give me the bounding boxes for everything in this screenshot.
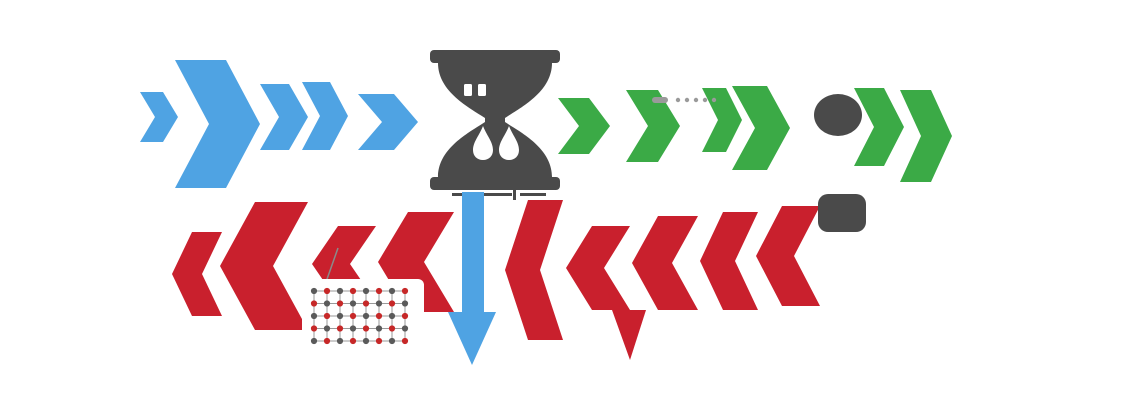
green-glyph-group — [558, 86, 952, 182]
lattice-atom — [362, 325, 370, 332]
lattice-atom — [388, 312, 396, 320]
lattice-atom — [310, 337, 318, 345]
green-glyph-5 — [854, 88, 904, 166]
lattice-atom — [375, 337, 383, 345]
green-glyph-6 — [900, 90, 952, 182]
crystal-lattice — [310, 287, 409, 345]
blue-glyph-4 — [302, 82, 348, 150]
red-glyph-5 — [505, 200, 563, 340]
dark-cap — [818, 194, 866, 232]
blue-glyph-5 — [358, 94, 418, 150]
blue-glyph-3 — [260, 84, 308, 150]
hourglass-sand-mark-2 — [478, 84, 486, 96]
lattice-atom — [323, 337, 331, 345]
lattice-atom — [349, 325, 357, 332]
down-arrow-icon — [448, 192, 496, 365]
lattice-atom — [401, 300, 409, 307]
lattice-atom — [349, 337, 357, 345]
legend-dot-1 — [675, 97, 681, 103]
lattice-atom — [375, 325, 383, 332]
legend-dash — [652, 97, 668, 103]
lattice-atom — [323, 312, 331, 320]
red-glyph-8 — [700, 212, 758, 310]
hourglass-top-bar — [430, 50, 560, 63]
red-glyph-group — [172, 200, 820, 360]
hourglass-body — [438, 63, 552, 177]
lattice-atom — [349, 312, 357, 320]
lattice-atom — [336, 312, 344, 320]
lattice-atom — [388, 287, 396, 295]
lattice-atom — [323, 300, 331, 307]
lattice-atom — [375, 300, 383, 307]
green-glyph-2 — [626, 90, 680, 162]
blue-glyph-group — [140, 60, 418, 188]
lattice-atom — [375, 287, 383, 295]
hourglass-droplet-2 — [499, 126, 519, 160]
hourglass-base-line-right — [520, 193, 546, 196]
green-glyph-1 — [558, 98, 610, 154]
legend-dash-dots — [652, 97, 717, 103]
lattice-atom — [362, 312, 370, 320]
blue-glyph-1 — [140, 92, 178, 142]
red-glyph-6 — [566, 226, 630, 310]
dark-blob-icon — [814, 94, 862, 136]
lattice-atom — [310, 312, 318, 320]
green-glyph-3 — [702, 88, 742, 152]
green-glyph-4 — [732, 86, 790, 170]
lattice-atom — [336, 287, 344, 295]
lattice-atom — [362, 300, 370, 307]
lattice-atom — [349, 287, 357, 295]
lattice-atom — [362, 287, 370, 295]
down-arrow-shaft — [462, 192, 484, 316]
lattice-atom — [401, 337, 409, 345]
red-glyph-9 — [756, 206, 820, 306]
lattice-atom — [310, 325, 318, 332]
hourglass-base-tick — [513, 187, 516, 200]
lattice-atom — [401, 325, 409, 332]
hourglass-icon — [430, 50, 560, 200]
lattice-atom — [401, 312, 409, 320]
legend-dot-4 — [702, 97, 708, 103]
lattice-atom — [310, 287, 318, 295]
red-glyph-descender — [612, 310, 646, 360]
blue-glyph-2 — [175, 60, 260, 188]
hourglass-sand-mark-1 — [464, 84, 472, 96]
lattice-atom — [349, 300, 357, 307]
lattice-atom — [336, 325, 344, 332]
hourglass-droplet-1 — [473, 126, 493, 160]
lattice-atom — [388, 337, 396, 345]
lattice-atom — [323, 325, 331, 332]
red-glyph-2 — [220, 202, 308, 330]
lattice-atom — [310, 300, 318, 307]
red-glyph-7 — [632, 216, 698, 310]
red-glyph-1 — [172, 232, 222, 316]
lattice-atom — [388, 325, 396, 332]
lattice-atom — [362, 337, 370, 345]
lattice-atom — [401, 287, 409, 295]
lattice-atom — [336, 300, 344, 307]
lattice-atom — [375, 312, 383, 320]
lattice-atom — [388, 300, 396, 307]
lattice-atom — [336, 337, 344, 345]
down-arrow-head — [448, 312, 496, 365]
lattice-atom — [323, 287, 331, 295]
legend-dot-3 — [693, 97, 699, 103]
lattice-pointer-line — [325, 247, 339, 283]
legend-dot-5 — [711, 97, 717, 103]
legend-dot-2 — [684, 97, 690, 103]
hourglass-bottom-bar — [430, 177, 560, 190]
